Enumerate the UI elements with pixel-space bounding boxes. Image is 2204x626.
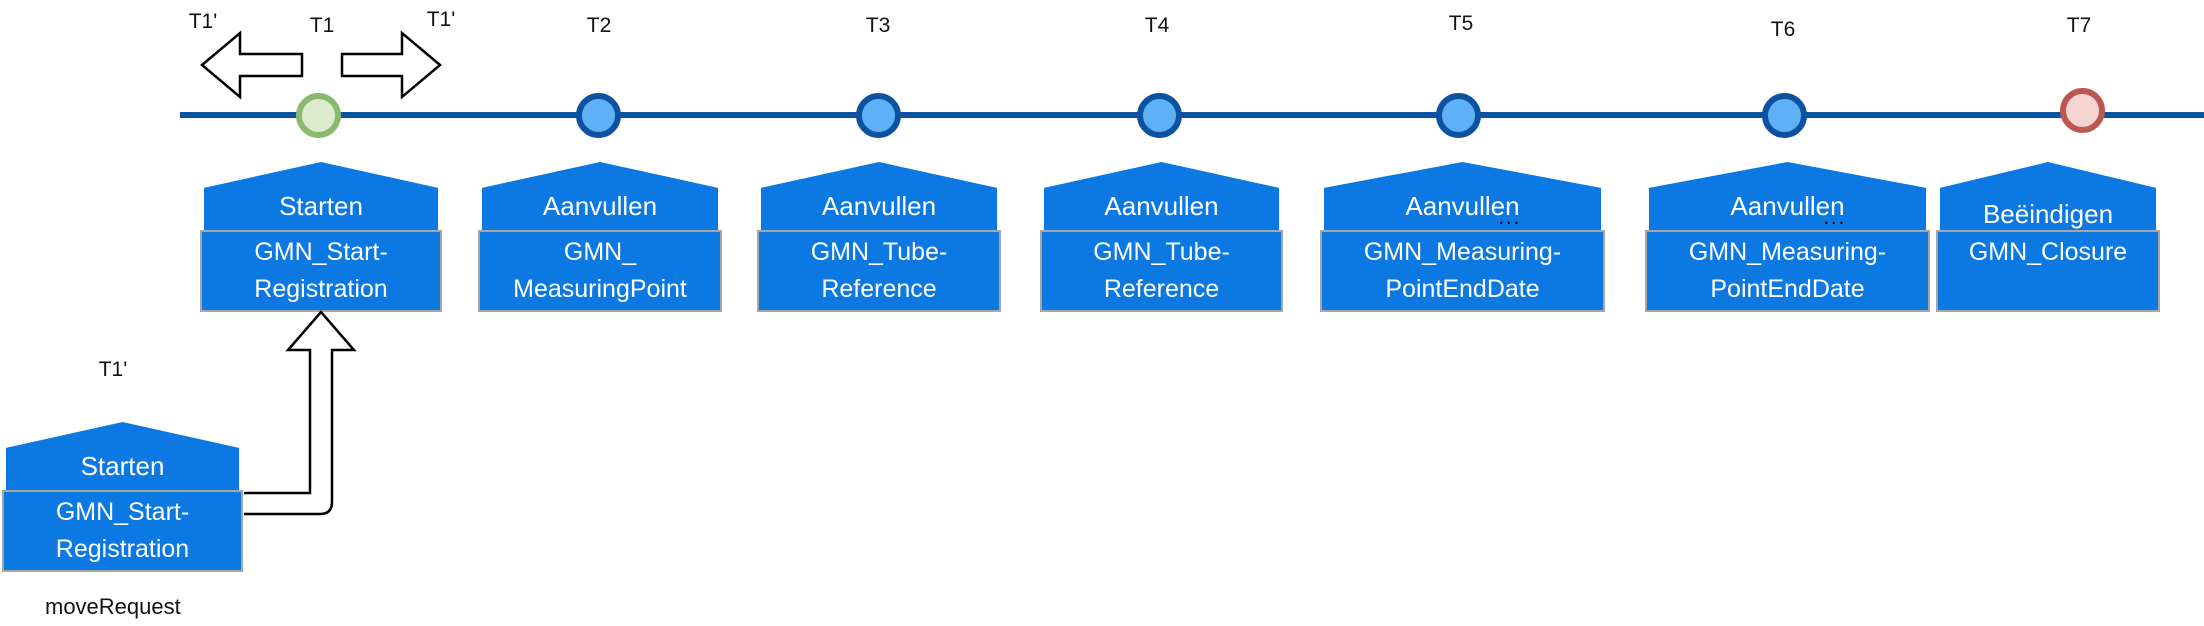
event-box-t7-roof: Beëindigen: [1940, 162, 2156, 230]
time-label-t1: T1: [309, 14, 335, 37]
event-message-line1: GMN_Start-: [55, 498, 190, 526]
time-label-t2: T2: [586, 14, 612, 37]
event-box-t1: Starten GMN_Start- Registration: [200, 162, 442, 312]
milestone-t7-circle: [2060, 88, 2105, 133]
milestone-t1-circle: [296, 93, 341, 138]
timeline-axis-line: [180, 112, 2204, 118]
event-box-t2-roof: Aanvullen: [482, 162, 718, 230]
time-label-t3: T3: [865, 14, 891, 37]
move-request-arrow: [244, 310, 357, 516]
milestone-t2-circle: [576, 93, 621, 138]
event-box-t6: Aanvullen ... GMN_Measuring- PointEndDat…: [1645, 162, 1930, 312]
time-label-t6: T6: [1770, 18, 1796, 41]
event-message-line2: Reference: [821, 275, 937, 303]
move-marker-right-label: T1': [426, 8, 456, 31]
event-message-line2: MeasuringPoint: [513, 275, 687, 303]
time-label-t5: T5: [1448, 12, 1474, 35]
event-message-line1: GMN_Start-: [254, 238, 388, 266]
move-request-box-roof: Starten: [6, 422, 239, 490]
event-message-line1: GMN_Closure: [1968, 238, 2128, 266]
event-action-label: Aanvullen: [1405, 191, 1520, 221]
event-action-label: Aanvullen: [821, 191, 937, 221]
event-action-label: Beëindigen: [1982, 199, 2114, 229]
event-box-t2-body: GMN_ MeasuringPoint: [478, 230, 722, 312]
event-box-t4-body: GMN_Tube- Reference: [1040, 230, 1283, 312]
event-message-line2: PointEndDate: [1710, 275, 1865, 303]
event-message-line2: Registration: [55, 535, 190, 563]
event-box-t5-body: GMN_Measuring- PointEndDate: [1320, 230, 1605, 312]
event-message-line1: GMN_Measuring-: [1363, 238, 1562, 266]
move-request-box: Starten GMN_Start- Registration: [2, 422, 243, 572]
event-box-t7: Beëindigen GMN_Closure: [1936, 162, 2160, 312]
event-box-t3-body: GMN_Tube- Reference: [757, 230, 1001, 312]
event-box-t6-body: GMN_Measuring- PointEndDate: [1645, 230, 1930, 312]
event-message-line2: Registration: [254, 275, 388, 303]
event-action-label: Aanvullen: [1104, 191, 1219, 221]
move-arrows: [200, 30, 442, 100]
event-box-t7-body: GMN_Closure: [1936, 230, 2160, 312]
move-right-arrow-icon: [340, 30, 442, 100]
milestone-t5-circle: [1436, 93, 1481, 138]
event-action-label: Aanvullen: [542, 191, 658, 221]
event-box-t2: Aanvullen GMN_ MeasuringPoint: [478, 162, 722, 312]
event-message-line2: PointEndDate: [1385, 275, 1540, 303]
ellipsis-dots: ...: [1823, 207, 1847, 229]
event-action-label: Starten: [279, 191, 363, 221]
event-box-t4: Aanvullen GMN_Tube- Reference: [1040, 162, 1283, 312]
milestone-t6-circle: [1762, 93, 1807, 138]
move-request-box-body: GMN_Start- Registration: [2, 490, 243, 572]
event-box-t6-roof: Aanvullen ...: [1649, 162, 1926, 230]
ellipsis-dots: ...: [1498, 207, 1522, 229]
event-message-line1: GMN_Tube-: [810, 238, 948, 266]
time-label-t4: T4: [1144, 14, 1170, 37]
event-action-label: Starten: [80, 451, 165, 481]
event-box-t1-roof: Starten: [204, 162, 438, 230]
move-left-arrow-icon: [200, 30, 304, 100]
event-message-line1: GMN_Measuring-: [1688, 238, 1887, 266]
event-action-label: Aanvullen: [1730, 191, 1845, 221]
event-message-line1: GMN_Tube-: [1093, 238, 1230, 266]
time-label-t7: T7: [2066, 14, 2092, 37]
event-message-line2: Reference: [1103, 275, 1220, 303]
event-box-t5-roof: Aanvullen ...: [1324, 162, 1601, 230]
move-request-caption: moveRequest: [45, 594, 181, 619]
event-box-t3-roof: Aanvullen: [761, 162, 997, 230]
event-message-line1: GMN_: [563, 238, 637, 266]
event-box-t1-body: GMN_Start- Registration: [200, 230, 442, 312]
milestone-t4-circle: [1137, 93, 1182, 138]
event-box-t3: Aanvullen GMN_Tube- Reference: [757, 162, 1001, 312]
event-box-t5: Aanvullen ... GMN_Measuring- PointEndDat…: [1320, 162, 1605, 312]
milestone-t3-circle: [856, 93, 901, 138]
move-request-time-label: T1': [98, 358, 128, 381]
move-request-arrow-icon: [244, 310, 357, 516]
event-box-t4-roof: Aanvullen: [1044, 162, 1279, 230]
move-marker-left-label: T1': [188, 10, 218, 33]
